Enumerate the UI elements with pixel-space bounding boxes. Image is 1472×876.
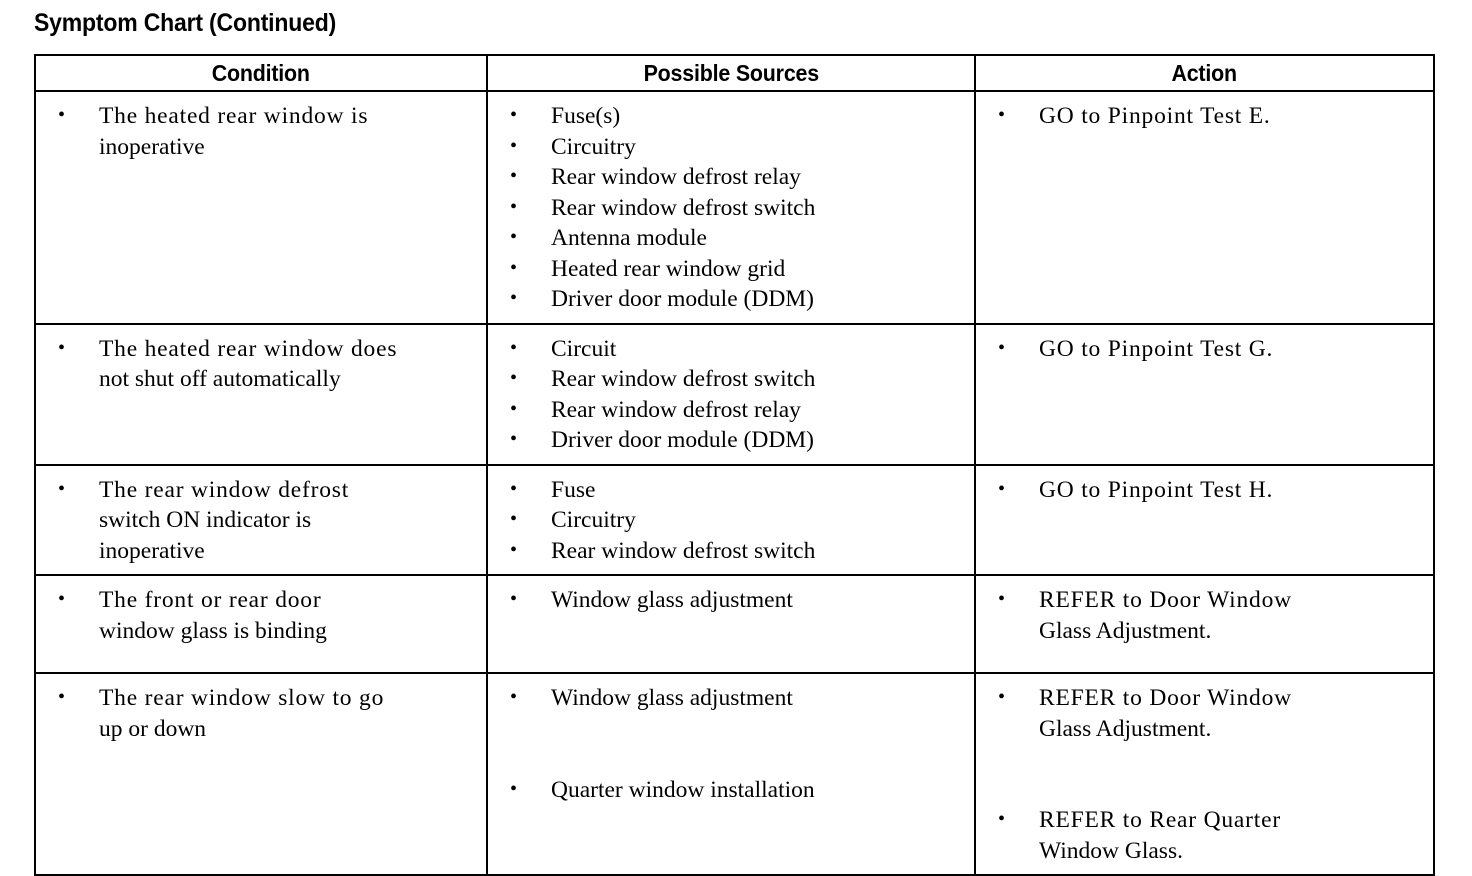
list-item: Fuse(s) xyxy=(494,100,968,132)
list-item: Window glass adjustment xyxy=(494,584,968,616)
action-cell: REFER to Door Window Glass Adjustment. R… xyxy=(974,672,1435,876)
list-item: GO to Pinpoint Test G. xyxy=(982,333,1427,365)
list-item: Rear window defrost switch xyxy=(494,363,968,395)
condition-cell: The rear window defrost switch ON indica… xyxy=(34,463,488,576)
condition-list: The heated rear window does not shut off… xyxy=(42,333,480,395)
table-row: The front or rear door window glass is b… xyxy=(34,574,1435,674)
condition-list: The front or rear door window glass is b… xyxy=(42,584,480,646)
list-item: The front or rear door window glass is b… xyxy=(42,584,480,646)
table-row: The heated rear window does not shut off… xyxy=(34,322,1435,466)
list-item: The heated rear window does not shut off… xyxy=(42,333,480,395)
list-item: The heated rear window is inoperative xyxy=(42,100,480,162)
column-header-action-label: Action xyxy=(1171,59,1238,86)
list-item: Driver door module (DDM) xyxy=(494,283,968,315)
symptom-chart-table: Condition Possible Sources Action The h xyxy=(34,54,1435,876)
table-row: The rear window slow to go up or down Wi… xyxy=(34,672,1435,876)
list-item: Circuitry xyxy=(494,504,968,536)
list-item: Window glass adjustment xyxy=(494,682,968,714)
list-item: The rear window defrost switch ON indica… xyxy=(42,474,480,567)
condition-cell: The heated rear window is inoperative xyxy=(34,90,488,325)
action-list: GO to Pinpoint Test H. xyxy=(982,474,1427,506)
column-header-possible-sources-label: Possible Sources xyxy=(643,59,819,86)
list-item: Fuse xyxy=(494,474,968,506)
list-item: REFER to Rear Quarter Window Glass. xyxy=(982,804,1427,866)
list-item: Quarter window installation xyxy=(494,774,968,806)
sources-list: Fuse Circuitry Rear window defrost switc… xyxy=(494,474,968,567)
list-item: Circuit xyxy=(494,333,968,365)
table-row: The heated rear window is inoperative Fu… xyxy=(34,90,1435,325)
sources-cell: Fuse(s) Circuitry Rear window defrost re… xyxy=(486,90,976,325)
column-header-possible-sources: Possible Sources xyxy=(486,54,976,92)
list-item: Heated rear window grid xyxy=(494,253,968,285)
action-list: REFER to Door Window Glass Adjustment. R… xyxy=(982,682,1427,866)
action-list: GO to Pinpoint Test G. xyxy=(982,333,1427,365)
list-item: Rear window defrost relay xyxy=(494,394,968,426)
sources-list: Window glass adjustment xyxy=(494,584,968,616)
condition-cell: The rear window slow to go up or down xyxy=(34,672,488,876)
list-item: GO to Pinpoint Test H. xyxy=(982,474,1427,506)
condition-cell: The front or rear door window glass is b… xyxy=(34,574,488,674)
list-item: Rear window defrost relay xyxy=(494,161,968,193)
list-item: Circuitry xyxy=(494,131,968,163)
action-cell: GO to Pinpoint Test E. xyxy=(974,90,1435,325)
column-header-condition-label: Condition xyxy=(211,59,311,86)
list-item: Driver door module (DDM) xyxy=(494,424,968,456)
sources-list: Window glass adjustment Quarter window i… xyxy=(494,682,968,806)
action-cell: GO to Pinpoint Test G. xyxy=(974,322,1435,466)
column-header-action: Action xyxy=(974,54,1435,92)
sources-list: Circuit Rear window defrost switch Rear … xyxy=(494,333,968,456)
symptom-chart-page: Symptom Chart (Continued) Condition Poss… xyxy=(0,0,1472,844)
condition-cell: The heated rear window does not shut off… xyxy=(34,322,488,466)
condition-list: The rear window defrost switch ON indica… xyxy=(42,474,480,567)
action-cell: REFER to Door Window Glass Adjustment. xyxy=(974,574,1435,674)
table-header-row: Condition Possible Sources Action xyxy=(34,54,1435,92)
sources-list: Fuse(s) Circuitry Rear window defrost re… xyxy=(494,100,968,315)
sources-cell: Fuse Circuitry Rear window defrost switc… xyxy=(486,463,976,576)
condition-list: The rear window slow to go up or down xyxy=(42,682,480,744)
page-title: Symptom Chart (Continued) xyxy=(34,9,337,37)
action-list: REFER to Door Window Glass Adjustment. xyxy=(982,584,1427,646)
sources-cell: Window glass adjustment Quarter window i… xyxy=(486,672,976,876)
condition-list: The heated rear window is inoperative xyxy=(42,100,480,162)
list-item: The rear window slow to go up or down xyxy=(42,682,480,744)
list-item: Rear window defrost switch xyxy=(494,535,968,567)
sources-cell: Circuit Rear window defrost switch Rear … xyxy=(486,322,976,466)
list-item: REFER to Door Window Glass Adjustment. xyxy=(982,584,1427,646)
list-item: REFER to Door Window Glass Adjustment. xyxy=(982,682,1427,744)
list-item: Antenna module xyxy=(494,222,968,254)
sources-cell: Window glass adjustment xyxy=(486,574,976,674)
action-cell: GO to Pinpoint Test H. xyxy=(974,463,1435,576)
column-header-condition: Condition xyxy=(34,54,488,92)
action-list: GO to Pinpoint Test E. xyxy=(982,100,1427,132)
list-item: Rear window defrost switch xyxy=(494,192,968,224)
list-item: GO to Pinpoint Test E. xyxy=(982,100,1427,132)
table-row: The rear window defrost switch ON indica… xyxy=(34,463,1435,576)
